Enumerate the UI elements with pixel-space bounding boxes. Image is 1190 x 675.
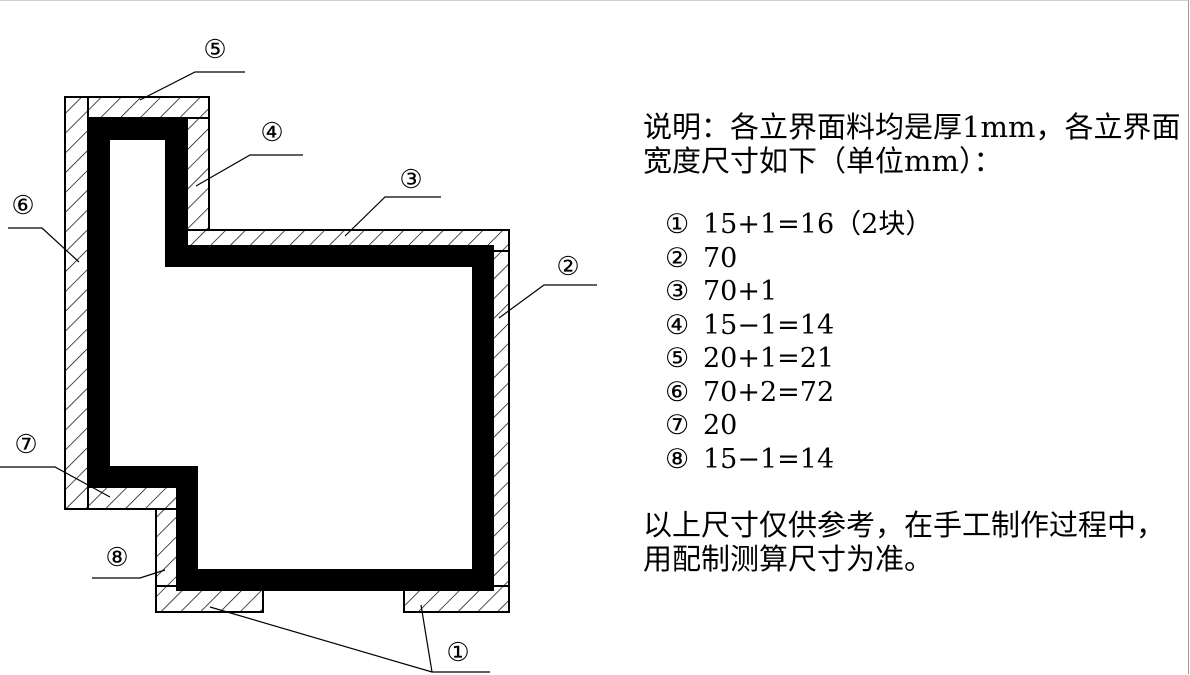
leader-7 [0,466,111,498]
dimension-mark: ① [665,209,690,240]
leader-1b [420,604,433,673]
reference-text: 以上尺寸仅供参考，在手工制作过程中，用配制测算尺寸为准。 [643,508,1166,576]
description-note: 说明：各立界面料均是厚1mm，各立界面宽度尺寸如下（单位mm）： [643,110,1183,178]
dimension-mark: ② [665,242,690,274]
dimension-row-5: ⑤ 20+1=21 [665,342,932,376]
callout-2: ② [556,252,579,282]
callout-4: ④ [260,118,283,148]
reference-note: 以上尺寸仅供参考，在手工制作过程中，用配制测算尺寸为准。 [643,508,1183,576]
dimension-value: 15−1=14 [703,443,835,475]
leader-2 [498,284,597,319]
dimension-mark: ③ [665,276,690,307]
dimension-mark: ④ [665,309,690,341]
dimension-mark: ⑥ [665,376,690,408]
dimension-row-7: ⑦ 20 [665,409,932,443]
dimension-value: 15+1=16（2块） [703,209,933,240]
description-text: 说明：各立界面料均是厚1mm，各立界面宽度尺寸如下（单位mm）： [643,110,1181,178]
callout-7: ⑦ [14,430,37,460]
leader-4 [195,154,303,187]
panel-4-right-upper [186,117,210,231]
panel-6-left [64,96,89,510]
callout-labels: ⑤ ④ ③ ⑥ ② ⑦ ⑧ ① [11,35,579,668]
panel-7-bottom-left [87,486,179,510]
leader-6 [8,227,80,263]
panel-8-lower-left [155,508,179,587]
inner-profile [88,118,494,591]
callout-5: ⑤ [203,35,226,65]
callout-8: ⑧ [105,543,128,573]
dimension-row-1: ① 15+1=16（2块） [665,208,932,242]
dimension-value: 20+1=21 [703,343,835,374]
dimension-value: 70+2=72 [703,376,835,408]
dimension-value: 70+1 [703,276,778,307]
dimension-row-6: ⑥ 70+2=72 [665,376,932,410]
callout-6: ⑥ [11,191,34,221]
dimension-mark: ⑧ [665,443,690,475]
dimension-value: 70 [703,242,738,274]
leader-3 [344,196,441,237]
leader-lines [0,71,597,673]
leader-8 [92,569,166,579]
hatched-panels [64,96,510,613]
dimension-row-2: ② 70 [665,242,932,276]
leader-5 [139,71,245,101]
dimension-mark: ⑤ [665,343,690,374]
dimension-mark: ⑦ [665,410,690,441]
dimension-list: ① 15+1=16（2块） ② 70 ③ 70+1 ④ 15−1=14 ⑤ 20… [665,208,932,476]
dimension-value: 20 [703,410,738,441]
dimension-row-8: ⑧ 15−1=14 [665,443,932,477]
callout-3: ③ [399,165,422,195]
dimension-row-4: ④ 15−1=14 [665,309,932,343]
callout-1: ① [446,638,469,668]
panel-5-top [87,96,210,119]
dimension-value: 15−1=14 [703,309,835,341]
dimension-row-3: ③ 70+1 [665,275,932,309]
